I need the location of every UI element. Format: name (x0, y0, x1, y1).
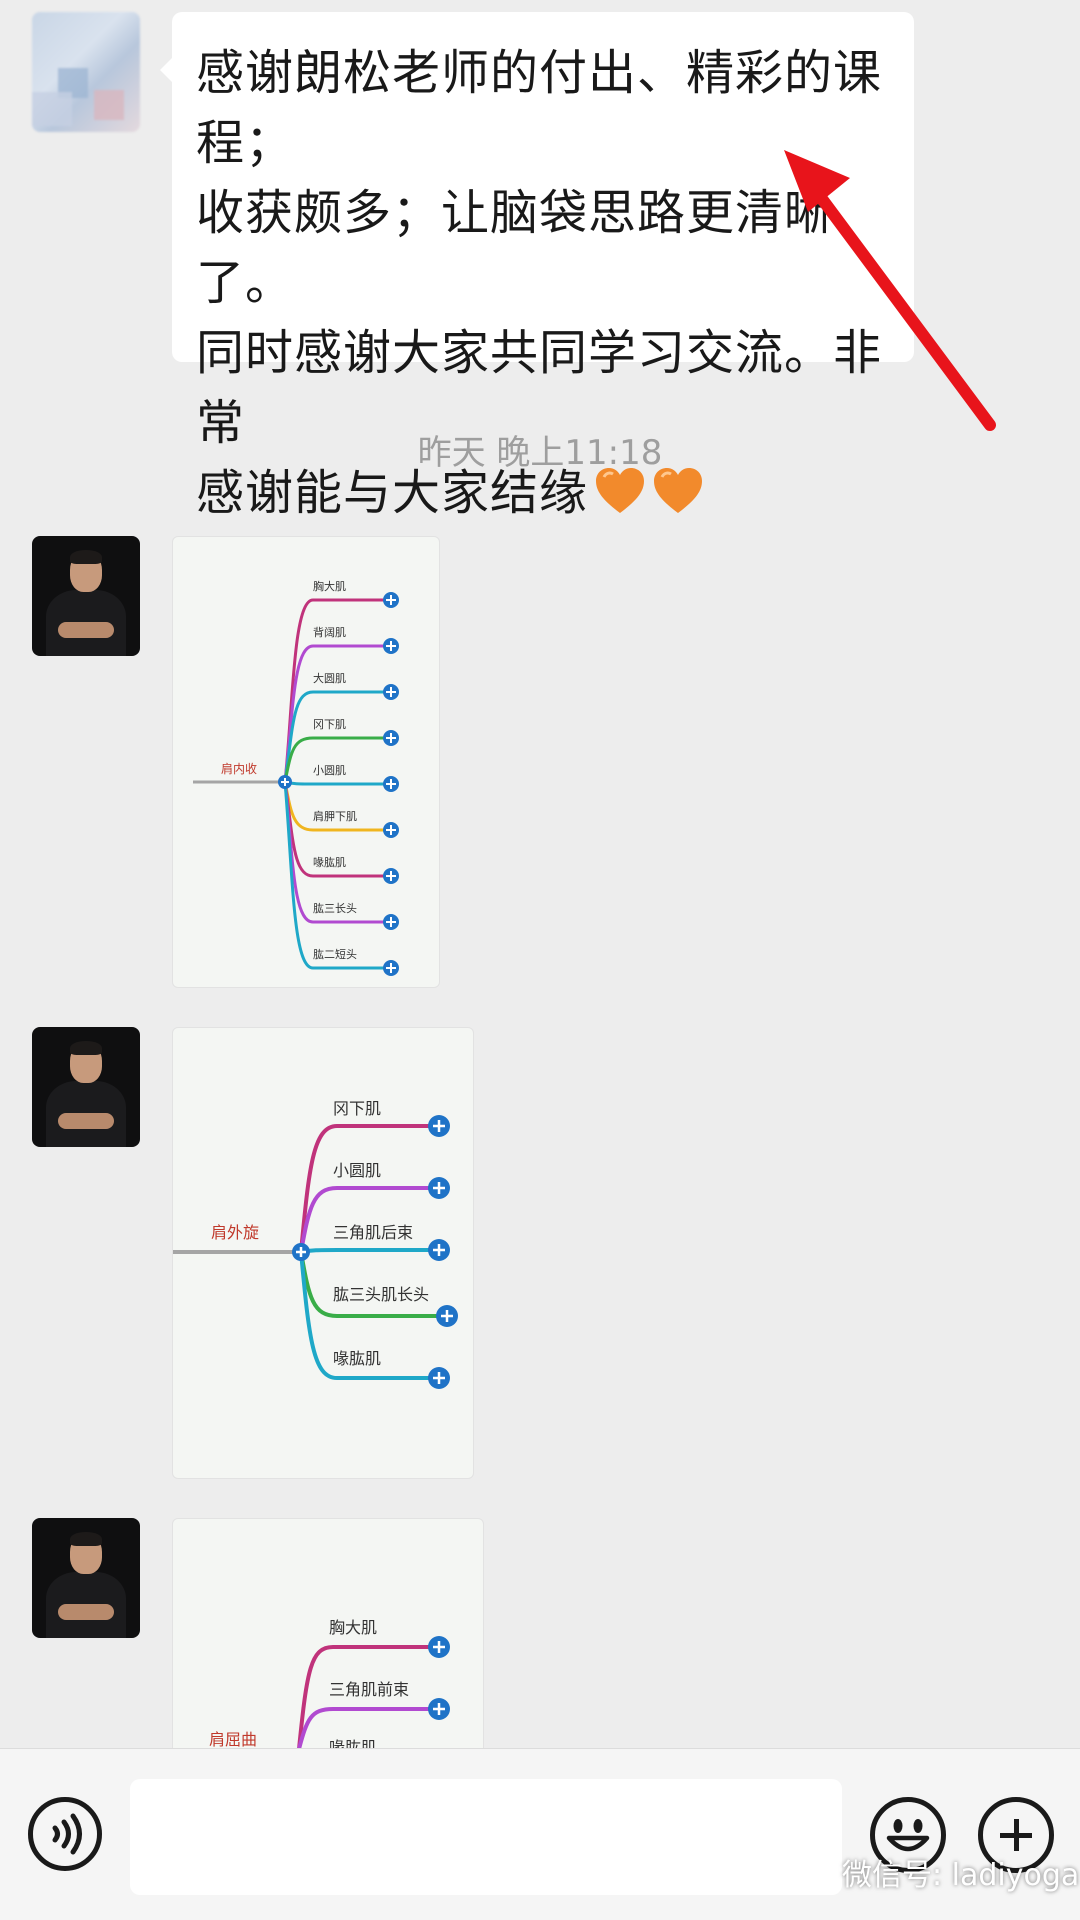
wechat-watermark: 微信号: ladiyoga (786, 1849, 1079, 1895)
branch-label: 肩胛下肌 (313, 809, 357, 823)
voice-icon[interactable] (28, 1797, 102, 1871)
branch-label: 胸大肌 (329, 1618, 377, 1637)
mindmap-root: 肩外旋 (211, 1223, 259, 1242)
teacher-avatar[interactable] (32, 1518, 140, 1638)
plus-icon[interactable] (978, 1797, 1054, 1873)
branch-label: 大圆肌 (313, 671, 346, 685)
branch-label: 三角肌前束 (329, 1680, 409, 1699)
branch-label: 喙肱肌 (313, 855, 346, 869)
branch-label: 冈下肌 (333, 1099, 381, 1118)
image-message-mindmap-2[interactable]: 肩外旋 冈下肌 小圆肌 三角肌后束 肱三头肌长头 喙肱肌 (172, 1027, 474, 1479)
branch-label: 三角肌后束 (333, 1223, 413, 1242)
message-text: 感谢朗松老师的付出、精彩的课程； 收获颇多；让脑袋思路更清晰了。 同时感谢大家共… (196, 45, 883, 521)
branch-label: 小圆肌 (313, 764, 346, 777)
emoji-icon[interactable] (870, 1797, 946, 1873)
chat-area[interactable]: 感谢朗松老师的付出、精彩的课程； 收获颇多；让脑袋思路更清晰了。 同时感谢大家共… (0, 0, 1080, 1748)
input-bar: 微信号: ladiyoga (0, 1748, 1080, 1920)
heart-emojis (588, 467, 704, 515)
mindmap-root: 肩内收 (221, 761, 257, 776)
image-message-mindmap-1[interactable]: 肩内收 胸大肌 背阔肌 大圆肌 冈下肌 小圆肌 肩胛下肌 喙肱肌 肱三长头 肱二… (172, 536, 440, 988)
text-message-bubble[interactable]: 感谢朗松老师的付出、精彩的课程； 收获颇多；让脑袋思路更清晰了。 同时感谢大家共… (160, 12, 914, 521)
mindmap-branch-labels: 胸大肌 三角肌前束 喙肱肌 (329, 1618, 409, 1748)
branch-label: 喙肱肌 (329, 1738, 377, 1748)
branch-label: 胸大肌 (313, 579, 346, 593)
wechat-logo-icon (786, 1853, 833, 1890)
sender-avatar-blurred[interactable] (32, 12, 140, 132)
mindmap-branch-labels: 胸大肌 背阔肌 大圆肌 冈下肌 小圆肌 肩胛下肌 喙肱肌 肱三长头 肱二短头 (313, 579, 357, 961)
branch-label: 小圆肌 (333, 1161, 381, 1180)
expand-node-icons (428, 1115, 458, 1389)
red-arrow-annotation (784, 150, 996, 431)
orange-heart-icon (594, 467, 646, 515)
teacher-avatar[interactable] (32, 1027, 140, 1147)
mindmap-branch-labels: 冈下肌 小圆肌 三角肌后束 肱三头肌长头 喙肱肌 (333, 1099, 429, 1368)
watermark-text: 微信号: ladiyoga (842, 1858, 1080, 1893)
branch-label: 冈下肌 (313, 718, 346, 731)
orange-heart-icon (652, 467, 704, 515)
image-message-mindmap-3[interactable]: 肩屈曲 胸大肌 三角肌前束 喙肱肌 (172, 1518, 484, 1748)
teacher-avatar[interactable] (32, 536, 140, 656)
branch-label: 喙肱肌 (333, 1349, 381, 1368)
timestamp: 昨天 晚上11:18 (417, 433, 663, 473)
branch-label: 肱三头肌长头 (333, 1285, 429, 1304)
branch-label: 背阔肌 (313, 625, 346, 639)
message-input[interactable] (130, 1779, 842, 1895)
branch-label: 肱二短头 (313, 947, 357, 961)
branch-label: 肱三长头 (313, 901, 357, 915)
mindmap-root: 肩屈曲 (209, 1730, 257, 1748)
